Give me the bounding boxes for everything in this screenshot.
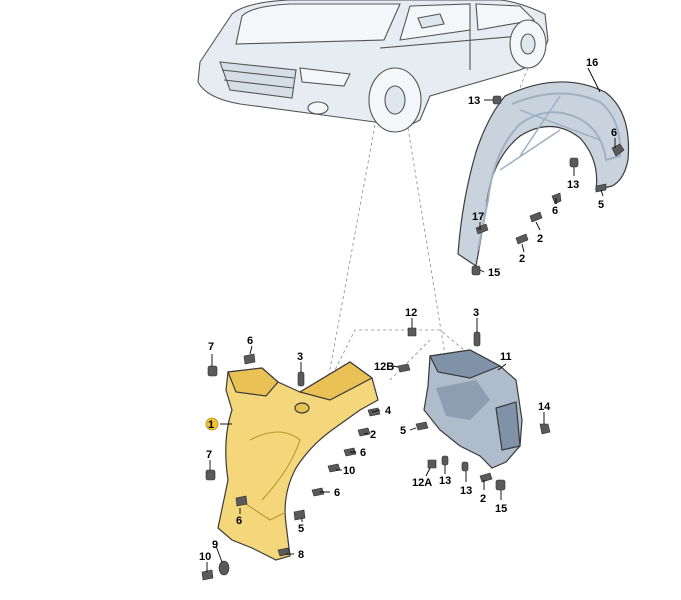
callout-10: 10	[343, 465, 355, 477]
callout-7: 7	[206, 449, 212, 461]
callout-6: 6	[247, 335, 253, 347]
car-illustration	[197, 0, 549, 133]
callout-12: 12	[405, 307, 417, 319]
callout-6: 6	[552, 205, 558, 217]
callout-15: 15	[488, 267, 500, 279]
callout-2: 2	[480, 493, 486, 505]
callout-2: 2	[519, 253, 525, 265]
callout-12a: 12A	[412, 477, 432, 489]
car-side-window-rear	[475, 3, 536, 31]
callout-2: 2	[537, 233, 543, 245]
front-wheelhouse-liner	[217, 361, 379, 561]
callout-10: 10	[199, 551, 211, 563]
callout-15: 15	[495, 503, 507, 515]
callout-13: 13	[439, 475, 451, 487]
callout-6: 6	[611, 127, 617, 139]
callout-5: 5	[298, 523, 304, 535]
callout-13: 13	[567, 179, 579, 191]
callout-6: 6	[334, 487, 340, 499]
callout-7: 7	[208, 341, 214, 353]
callout-5: 5	[400, 425, 406, 437]
callout-12b: 12B	[374, 361, 394, 373]
callout-6: 6	[236, 515, 242, 527]
callout-16: 16	[586, 57, 598, 69]
callout-2: 2	[370, 429, 376, 441]
callout-4: 4	[385, 405, 392, 417]
projection-lines	[327, 67, 529, 381]
callout-13: 13	[460, 485, 472, 497]
car-headlight	[299, 67, 351, 87]
callout-8: 8	[298, 549, 304, 561]
leader-lines	[206, 67, 616, 572]
shield-panel	[423, 349, 523, 469]
callout-9: 9	[212, 539, 218, 551]
callout-1: 1	[208, 419, 214, 431]
rear-wheelhouse-liner	[457, 81, 630, 268]
callout-5: 5	[598, 199, 604, 211]
callout-labels: 16 13 6 13 6 5 17 2 2 15 12 3 11 12B 4 5…	[199, 57, 617, 563]
callout-11: 11	[500, 351, 512, 363]
callout-13: 13	[468, 95, 480, 107]
callout-6: 6	[360, 447, 366, 459]
part-1-marker	[205, 417, 219, 431]
car-mirror	[417, 13, 445, 29]
callout-17: 17	[472, 211, 484, 223]
callout-3: 3	[297, 351, 303, 363]
callout-14: 14	[538, 401, 551, 413]
callout-3: 3	[473, 307, 479, 319]
car-fog-light	[307, 101, 329, 115]
car-windshield	[235, 3, 401, 45]
